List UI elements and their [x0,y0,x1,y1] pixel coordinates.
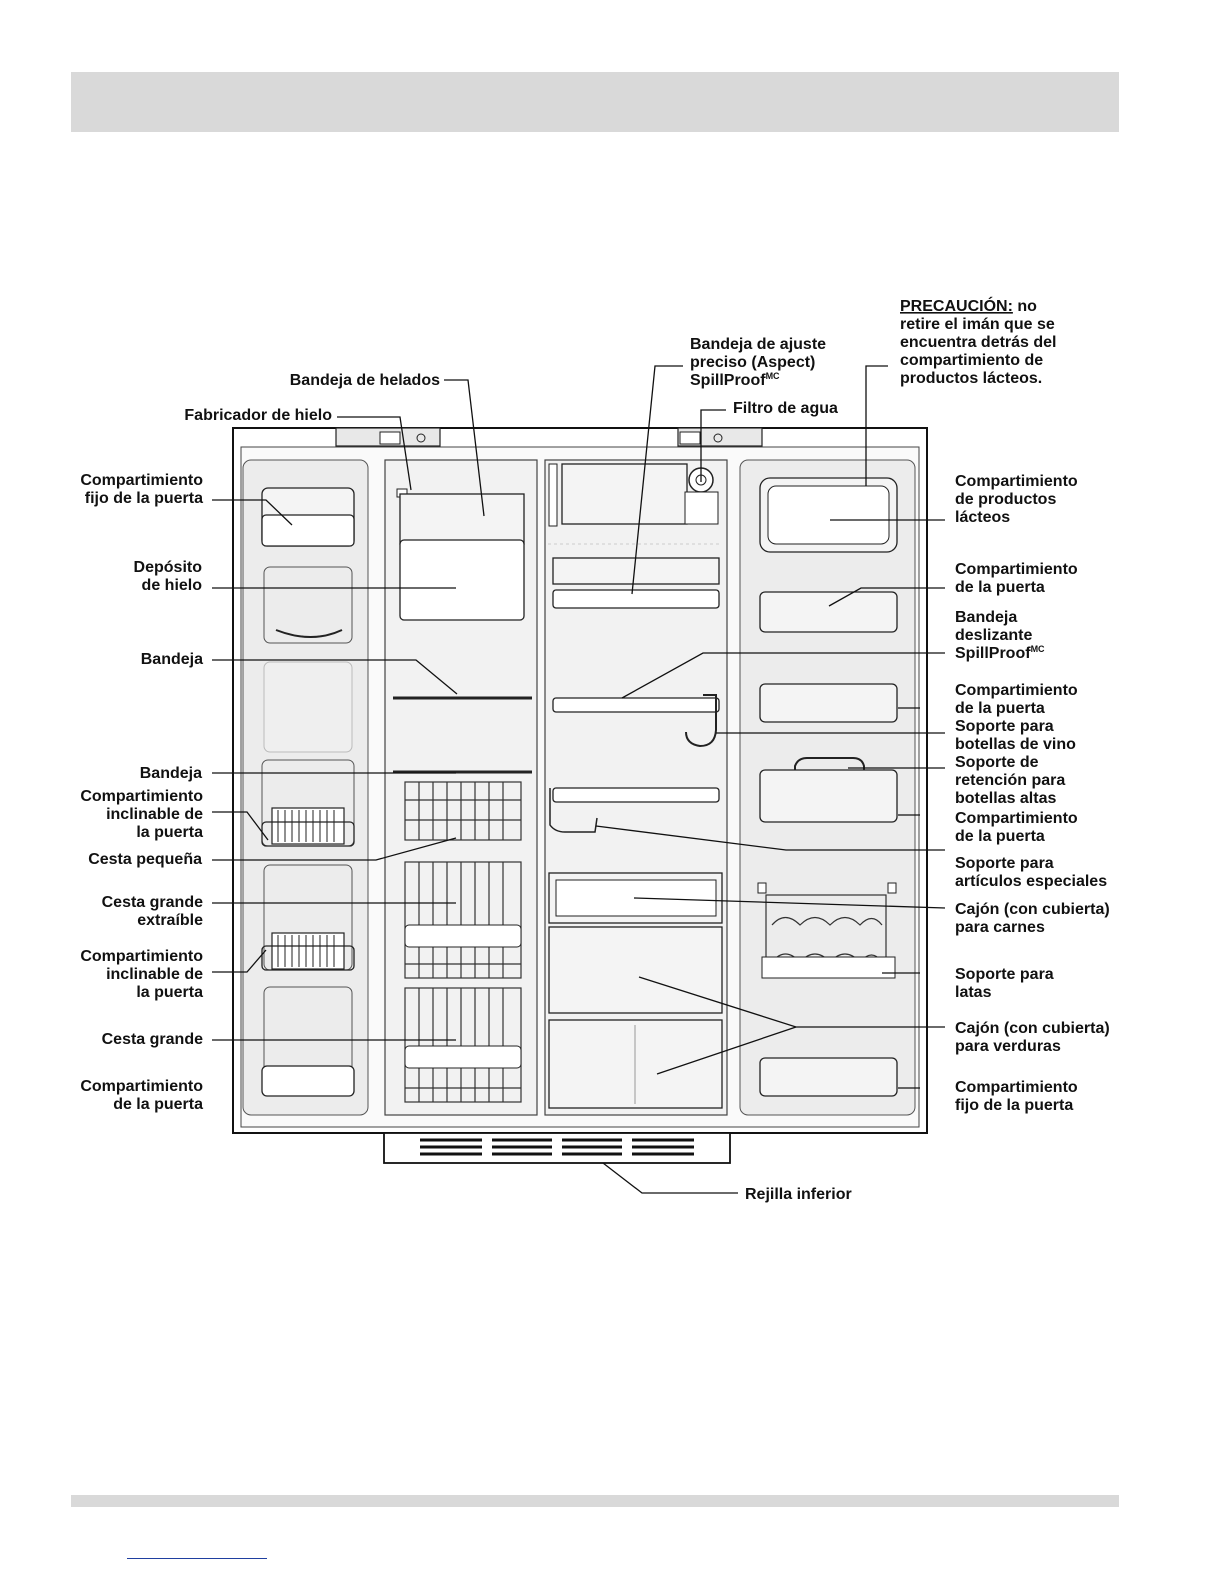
right-labels: Compartimiento de productos lácteos Comp… [745,473,1110,1203]
label-comp-puerta-left-line2: de la puerta [113,1096,203,1113]
label-comp-incl-a-line2: inclinable de [106,806,203,823]
label-deslizante-line3: SpillProofMC [955,644,1045,662]
top-labels: Bandeja de ajuste preciso (Aspect) Spill… [690,296,1057,417]
label-verduras-line1: Cajón (con cubierta) [955,1020,1110,1037]
footer-rule [127,1558,267,1559]
freezer-door-bins [261,487,355,1097]
fridge-door-bins [757,477,898,1097]
label-deposito-line2: de hielo [142,577,203,594]
label-aspect-line3: SpillProofMC [690,371,780,389]
label-comp-incl-b-line3: la puerta [136,984,203,1001]
label-deslizante-line1: Bandeja [955,609,1017,626]
label-fabricador-hielo: Fabricador de hielo [184,407,332,424]
label-rejilla-inferior: Rejilla inferior [745,1186,852,1203]
label-comp-puerta-r2-line1: Compartimiento [955,682,1078,699]
callout-leaders [212,365,946,1194]
label-vino-line1: Soporte para [955,718,1054,735]
label-comp-incl-b-line2: inclinable de [106,966,203,983]
label-lacteos-line2: de productos [955,491,1056,508]
label-aspect-line2: preciso (Aspect) [690,354,815,371]
label-bandeja-upper: Bandeja [141,651,203,668]
label-precaucion-line5: productos lácteos. [900,370,1042,387]
label-precaucion-line1: PRECAUCIÓN: no [900,296,1037,315]
label-comp-fijo-left-line2: fijo de la puerta [85,490,203,507]
label-comp-puerta-r1-line2: de la puerta [955,579,1045,596]
label-lacteos-line3: lácteos [955,509,1010,526]
label-especiales-line2: artículos especiales [955,873,1107,890]
label-cesta-grande-ext-line2: extraíble [137,912,203,929]
label-filtro-agua: Filtro de agua [733,400,838,417]
label-deslizante-line2: deslizante [955,627,1032,644]
label-comp-incl-a-line1: Compartimiento [80,788,203,805]
label-comp-puerta-r3-line1: Compartimiento [955,810,1078,827]
label-latas-line2: latas [955,984,992,1001]
label-precaucion-line4: compartimiento de [900,352,1043,369]
label-especiales-line1: Soporte para [955,855,1054,872]
label-latas-line1: Soporte para [955,966,1054,983]
label-comp-incl-a-line3: la puerta [136,824,203,841]
label-retencion-line3: botellas altas [955,790,1056,807]
label-precaucion-line3: encuentra detrás del [900,334,1057,351]
label-lacteos-line1: Compartimiento [955,473,1078,490]
footer-band [71,1495,1119,1507]
label-verduras-line2: para verduras [955,1038,1061,1055]
freezer-interior [393,488,532,1103]
label-carnes-line1: Cajón (con cubierta) [955,901,1110,918]
label-aspect-line1: Bandeja de ajuste [690,336,826,353]
label-precaucion-line2: retire el imán que se [900,316,1055,333]
label-cesta-grande-ext-line1: Cesta grande [102,894,203,911]
header-band [71,72,1119,132]
label-comp-puerta-left-line1: Compartimiento [80,1078,203,1095]
label-deposito-line1: Depósito [134,559,203,576]
label-comp-puerta-r2-line2: de la puerta [955,700,1045,717]
label-bandeja-helados: Bandeja de helados [290,372,440,389]
left-labels: Bandeja de helados Fabricador de hielo C… [80,372,440,1113]
label-bandeja-lower: Bandeja [140,765,202,782]
label-comp-puerta-r3-line2: de la puerta [955,828,1045,845]
label-carnes-line2: para carnes [955,919,1045,936]
label-cesta-grande: Cesta grande [102,1031,203,1048]
label-retencion-line2: retención para [955,772,1065,789]
label-comp-fijo-right-line1: Compartimiento [955,1079,1078,1096]
label-comp-fijo-right-line2: fijo de la puerta [955,1097,1073,1114]
label-comp-incl-b-line1: Compartimiento [80,948,203,965]
label-vino-line2: botellas de vino [955,736,1076,753]
label-cesta-pequena: Cesta pequeña [88,851,202,868]
label-comp-puerta-r1-line1: Compartimiento [955,561,1078,578]
label-retencion-line1: Soporte de [955,754,1039,771]
label-comp-fijo-left-line1: Compartimiento [80,472,203,489]
